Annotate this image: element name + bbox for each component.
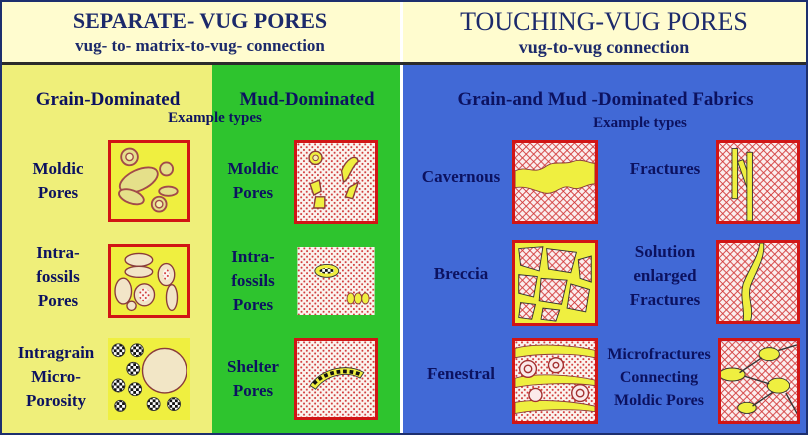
solution-fractures-tile — [716, 240, 800, 324]
touching-fabrics-title: Grain-and Mud -Dominated Fabrics — [403, 90, 808, 110]
example-types-label-right: Example types — [570, 116, 710, 132]
separate-vug-subtitle: vug- to- matrix-to-vug- connection — [0, 37, 400, 55]
mud-intrafossil-tile — [294, 244, 378, 318]
grain-intragrain-tile — [108, 338, 190, 420]
cavernous-tile — [512, 140, 598, 224]
grain-dominated-title: Grain-Dominated — [8, 90, 208, 110]
grain-moldic-tile — [108, 140, 190, 222]
breccia-tile — [512, 240, 598, 326]
cavernous-label: Cavernous — [406, 168, 516, 186]
touching-vug-subtitle: vug-to-vug connection — [400, 38, 808, 57]
example-types-label-left: Example types — [150, 111, 280, 127]
fenestral-label: Fenestral — [406, 365, 516, 383]
separate-vug-title: SEPARATE- VUG PORES — [0, 9, 400, 32]
breccia-label: Breccia — [406, 265, 516, 283]
grain-intrafossil-tile — [108, 244, 190, 318]
fractures-label: Fractures — [615, 160, 715, 178]
fenestral-tile — [512, 338, 598, 424]
mud-shelter-tile — [294, 338, 378, 420]
fractures-tile — [716, 140, 800, 224]
mud-dominated-title: Mud-Dominated — [214, 90, 400, 110]
mud-moldic-tile — [294, 140, 378, 224]
microfractures-tile — [718, 338, 800, 424]
touching-vug-title: TOUCHING-VUG PORES — [400, 8, 808, 35]
